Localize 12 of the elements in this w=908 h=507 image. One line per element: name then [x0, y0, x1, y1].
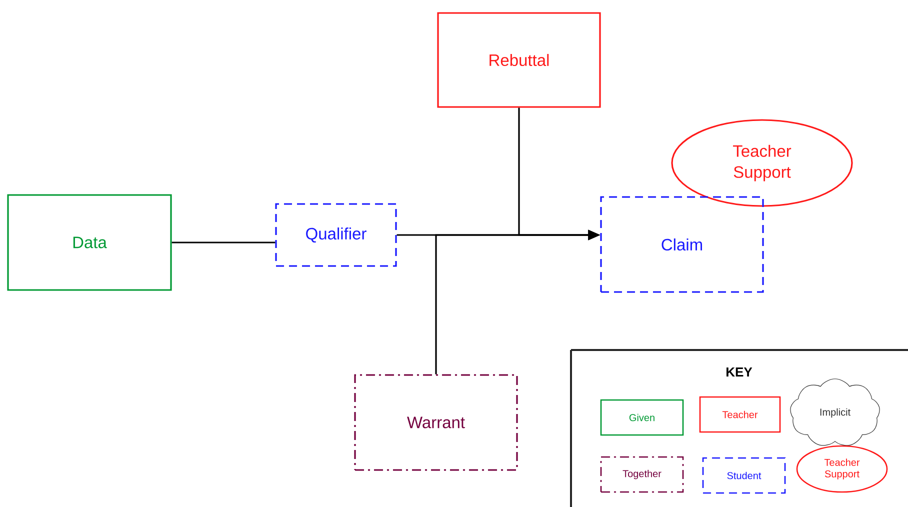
- student-box: Qualifier: [275, 203, 397, 267]
- legend-item: Teacher Support: [796, 445, 888, 493]
- legend-item: Implicit: [790, 378, 880, 446]
- teacher-box: Rebuttal: [437, 12, 601, 108]
- legend-item: Teacher: [699, 396, 781, 433]
- student-box: Claim: [600, 196, 764, 293]
- together-box: Warrant: [354, 374, 518, 471]
- legend-title: KEY: [726, 368, 752, 376]
- legend-item: Together: [600, 456, 684, 493]
- legend-item: Given: [600, 399, 684, 436]
- legend-item: Student: [702, 457, 786, 494]
- given-box: Data: [7, 194, 172, 291]
